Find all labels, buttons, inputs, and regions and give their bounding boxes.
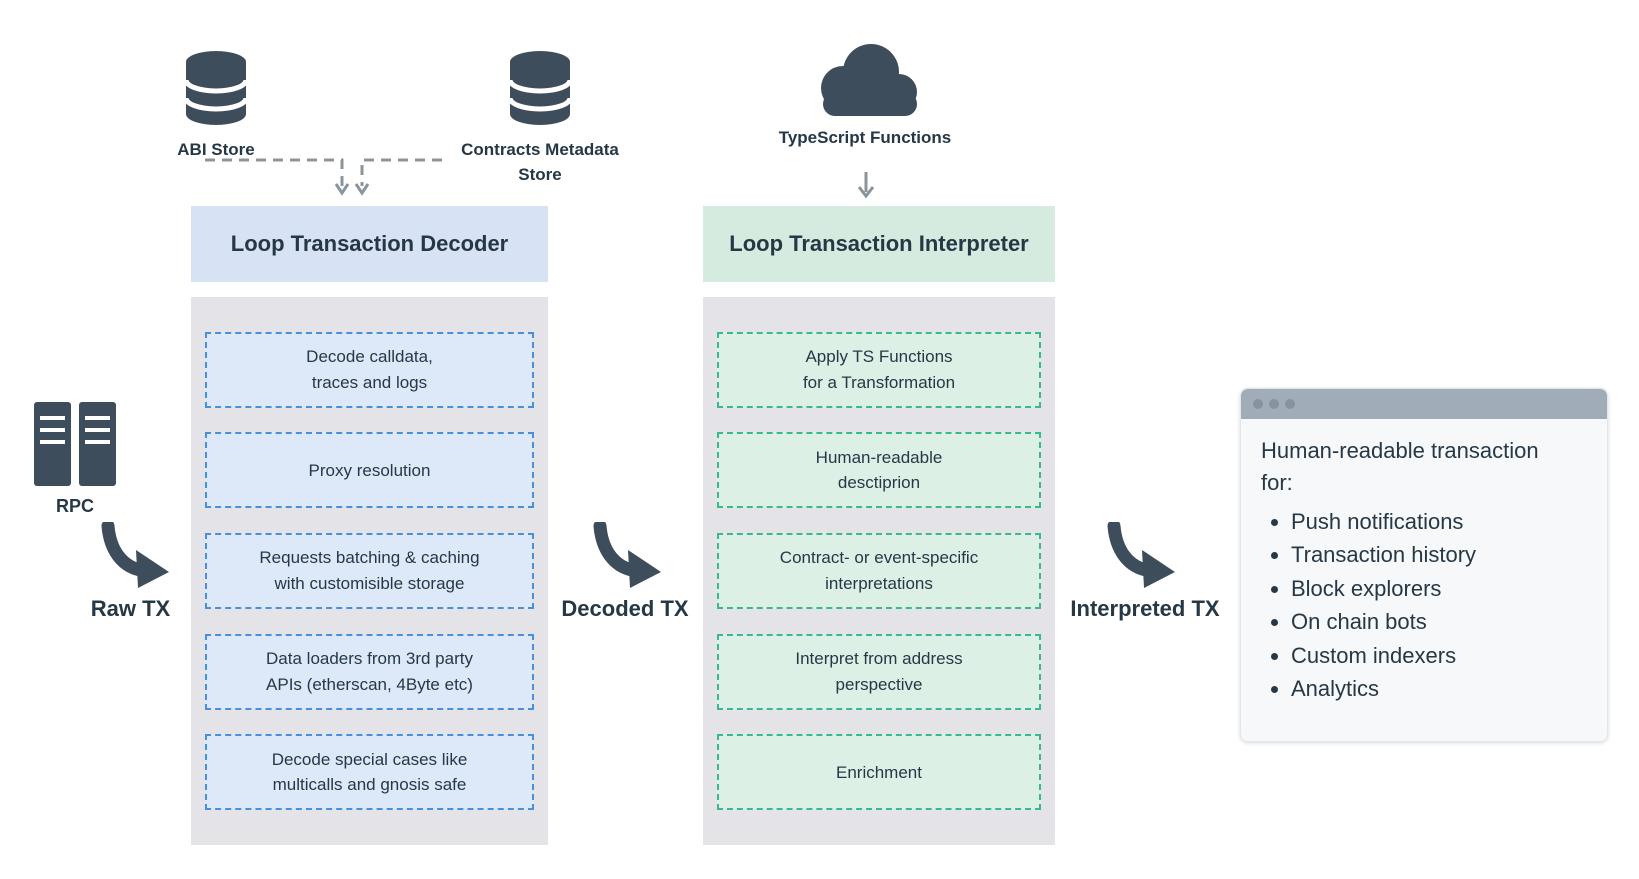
decoder-step: Decode special cases like multicalls and… bbox=[205, 734, 534, 811]
decoder-panel: Decode calldata, traces and logs Proxy r… bbox=[191, 297, 548, 845]
window-dot-icon bbox=[1285, 399, 1295, 409]
contracts-metadata-store: Contracts Metadata Store bbox=[425, 50, 655, 187]
decoder-step: Requests batching & caching with customi… bbox=[205, 532, 534, 609]
ts-down-arrow-icon bbox=[857, 172, 875, 199]
use-case-item: Push notifications bbox=[1291, 505, 1587, 538]
use-case-item: Analytics bbox=[1291, 672, 1587, 705]
interpreter-step: Human-readable desctiprion bbox=[717, 432, 1041, 509]
browser-titlebar bbox=[1241, 389, 1607, 419]
raw-tx-label: Raw TX bbox=[90, 596, 171, 621]
interpreter-panel: Apply TS Functions for a Transformation … bbox=[703, 297, 1055, 845]
server-icon bbox=[34, 402, 116, 486]
store-connector-arrows bbox=[205, 158, 442, 196]
decoded-tx-arrow-icon bbox=[593, 522, 661, 588]
database-icon bbox=[507, 51, 573, 125]
typescript-functions-label: TypeScript Functions bbox=[778, 128, 952, 147]
decoder-header: Loop Transaction Decoder bbox=[191, 206, 548, 282]
use-case-item: On chain bots bbox=[1291, 605, 1587, 638]
decoder-step: Decode calldata, traces and logs bbox=[205, 331, 534, 408]
interpreter-header: Loop Transaction Interpreter bbox=[703, 206, 1055, 282]
abi-store-label: ABI Store bbox=[177, 140, 255, 159]
decoder-step: Proxy resolution bbox=[205, 432, 534, 509]
window-dot-icon bbox=[1253, 399, 1263, 409]
interpreter-step: Apply TS Functions for a Transformation bbox=[717, 331, 1041, 408]
interpreted-tx-arrow-icon bbox=[1107, 522, 1175, 588]
use-case-item: Custom indexers bbox=[1291, 639, 1587, 672]
interpreter-step: Interpret from address perspective bbox=[717, 633, 1041, 710]
abi-store: ABI Store bbox=[160, 50, 272, 163]
database-icon bbox=[183, 51, 249, 125]
browser-heading: Human-readable transaction for: bbox=[1261, 438, 1539, 495]
interpreter-step: Contract- or event-specific interpretati… bbox=[717, 532, 1041, 609]
decoded-tx-label: Decoded TX bbox=[561, 596, 689, 621]
decoder-title: Loop Transaction Decoder bbox=[230, 231, 509, 256]
interpreter-step: Enrichment bbox=[717, 734, 1041, 811]
browser-window: Human-readable transaction for: Push not… bbox=[1240, 388, 1608, 742]
interpreter-title: Loop Transaction Interpreter bbox=[729, 231, 1029, 256]
contracts-store-label: Contracts Metadata Store bbox=[461, 140, 619, 184]
browser-content: Human-readable transaction for: Push not… bbox=[1241, 419, 1607, 719]
use-case-list: Push notifications Transaction history B… bbox=[1261, 505, 1587, 706]
interpreted-tx-label: Interpreted TX bbox=[1070, 596, 1220, 621]
use-case-item: Block explorers bbox=[1291, 572, 1587, 605]
use-case-item: Transaction history bbox=[1291, 538, 1587, 571]
rpc-source: RPC bbox=[28, 402, 122, 517]
raw-tx-arrow-icon bbox=[101, 522, 169, 588]
cloud-icon bbox=[821, 44, 917, 116]
window-dot-icon bbox=[1269, 399, 1279, 409]
decoder-step: Data loaders from 3rd party APIs (ethers… bbox=[205, 633, 534, 710]
rpc-label: RPC bbox=[55, 496, 94, 516]
typescript-functions: TypeScript Functions bbox=[770, 40, 960, 151]
